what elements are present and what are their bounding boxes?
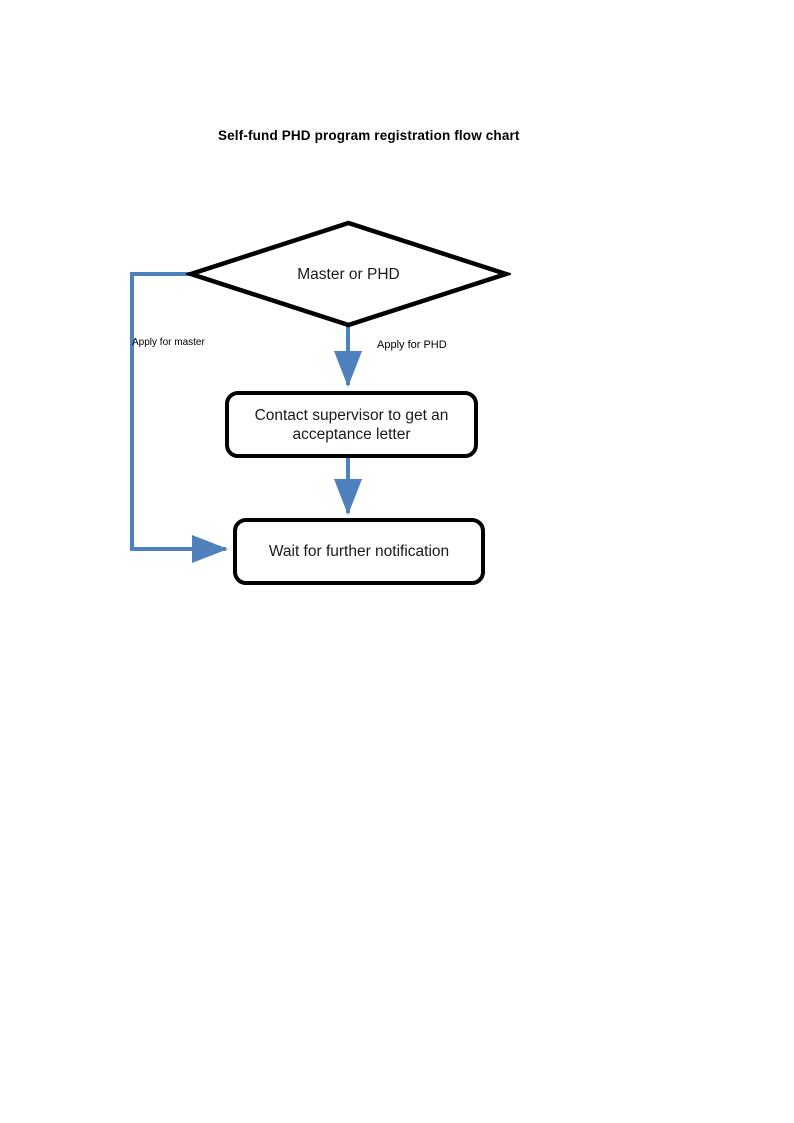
- diamond-shape: [186, 220, 511, 328]
- process-node-wait-notification[interactable]: Wait for further notification: [233, 518, 485, 585]
- process-node-label: Wait for further notification: [268, 543, 450, 560]
- process-node-label-line-1: Contact supervisor to get an: [254, 406, 449, 424]
- decision-node-label: Master or PHD: [297, 265, 400, 283]
- decision-node-master-or-phd[interactable]: Master or PHD: [186, 218, 511, 330]
- process-node-label-line-2: acceptance letter: [292, 425, 411, 443]
- process-node-label: Contact supervisor to get an acceptance …: [245, 406, 459, 444]
- edge-label-apply-phd: Apply for PHD: [377, 339, 447, 351]
- process-node-contact-supervisor[interactable]: Contact supervisor to get an acceptance …: [225, 391, 478, 458]
- page-title: Self-fund PHD program registration flow …: [218, 128, 520, 143]
- edge-label-apply-master: Apply for master: [132, 337, 205, 348]
